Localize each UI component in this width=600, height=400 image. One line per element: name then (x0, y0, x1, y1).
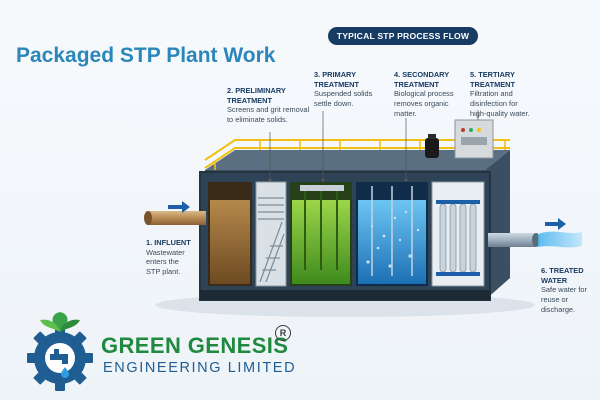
gear-leaf-logo-icon (27, 312, 93, 391)
step-3-title: TREATMENT (314, 79, 360, 89)
step-6-desc-line: reuse or (541, 294, 569, 304)
step-2-desc-line: Screens and grit removal (227, 105, 310, 115)
step-6-title: 6. TREATED (541, 266, 584, 275)
step-2-title: TREATMENT (227, 95, 273, 105)
step-4-title: TREATMENT (394, 79, 440, 89)
step-2-title: 2. PRELIMINARY (227, 86, 286, 95)
step-6-desc-line: discharge. (541, 304, 576, 314)
step-6-label: 6. TREATED WATER Safe water for reuse or… (541, 266, 587, 314)
step-5-desc-line: Filtration and (470, 89, 513, 99)
step-3-desc-line: Suspended solids (314, 89, 373, 99)
step-1-label: 1. INFLUENT Wastewater enters the STP pl… (146, 238, 191, 277)
step-2-desc-line: to eliminate solids. (227, 114, 288, 124)
step-5-desc-line: disinfection for (470, 98, 518, 108)
step-1-desc-line: STP plant. (146, 266, 181, 276)
step-5-label: 5. TERTIARY TREATMENT Filtration and dis… (470, 70, 530, 118)
step-1-title: 1. INFLUENT (146, 238, 191, 247)
step-6-title: WATER (541, 275, 568, 285)
step-3-title: 3. PRIMARY (314, 70, 357, 79)
step-4-title: 4. SECONDARY (394, 70, 450, 79)
step-5-title: TREATMENT (470, 79, 516, 89)
step-3-desc-line: settle down. (314, 98, 354, 108)
brand-subtitle: ENGINEERING LIMITED (103, 360, 297, 376)
brand-name: GREEN GENESIS (101, 333, 289, 358)
registered-mark: R (275, 325, 291, 341)
step-3-label: 3. PRIMARY TREATMENT Suspended solids se… (314, 70, 372, 109)
step-2-label: 2. PRELIMINARY TREATMENT Screens and gri… (227, 86, 309, 125)
step-4-label: 4. SECONDARY TREATMENT Biological proces… (394, 70, 454, 118)
step-5-desc-line: high-quality water. (470, 108, 530, 118)
page-title: Packaged STP Plant Work (16, 44, 276, 67)
step-6-desc-line: Safe water for (541, 285, 588, 295)
step-1-desc-line: enters the (146, 257, 179, 267)
step-1-desc-line: Wastewater (146, 247, 185, 257)
step-4-desc-line: Biological process (394, 89, 454, 99)
step-5-title: 5. TERTIARY (470, 70, 515, 79)
step-4-desc-line: matter. (394, 108, 417, 118)
process-flow-heading: TYPICAL STP PROCESS FLOW (328, 27, 478, 45)
step-4-desc-line: removes organic (394, 98, 449, 108)
